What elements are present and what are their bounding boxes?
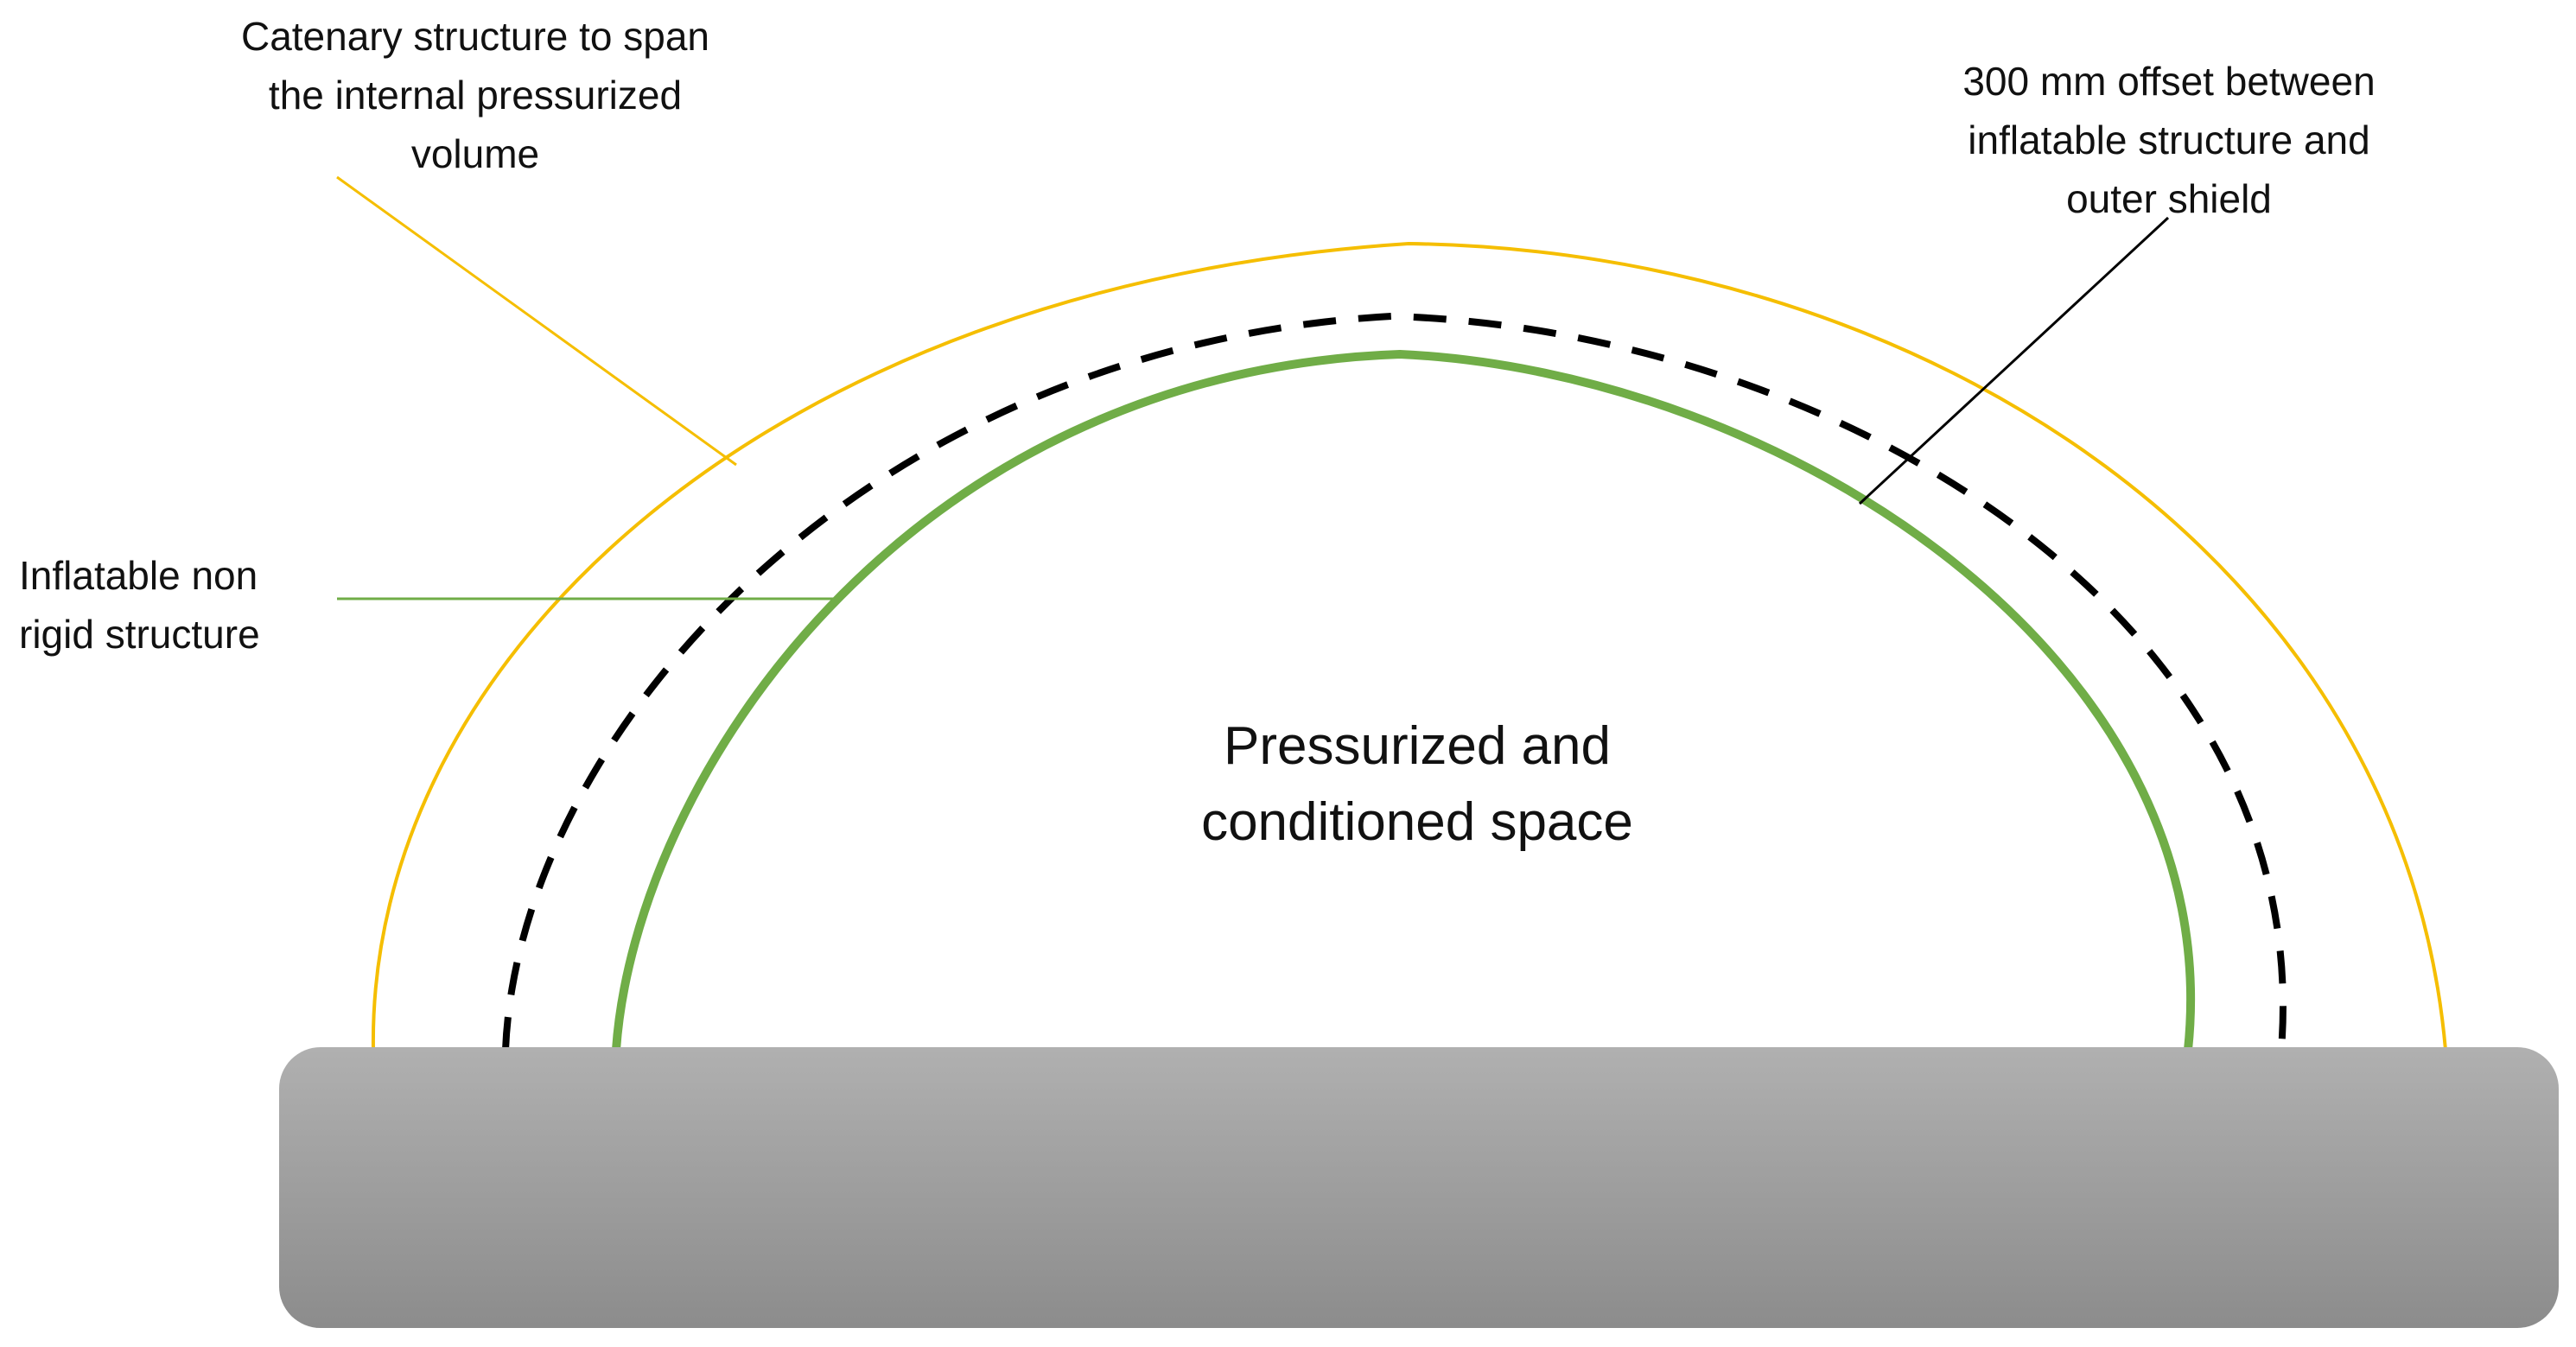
inflatable-structure-curve	[612, 349, 2195, 1051]
base-slab	[279, 1047, 2559, 1328]
offset-dashed-curve	[502, 312, 2287, 1051]
catenary-leader-line	[336, 175, 737, 467]
catenary-label: Catenary structure to span the internal …	[240, 14, 710, 176]
pressurized-space-label: Pressurized and conditioned space	[1201, 716, 1633, 852]
offset-label: 300 mm offset between inflatable structu…	[1962, 59, 2376, 221]
inflatable-label: Inflatable non rigid structure	[19, 553, 260, 657]
offset-leader-line	[1858, 216, 2170, 505]
catenary-structure-curve	[371, 241, 2447, 1051]
